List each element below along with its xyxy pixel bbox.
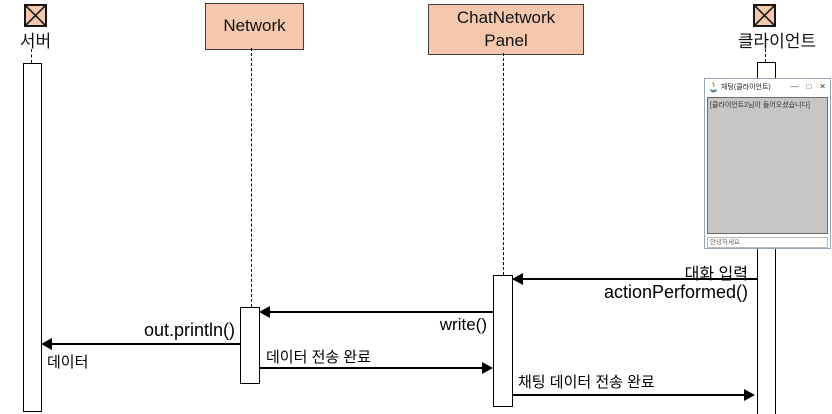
message-label-dialog-input: 대화 입력 <box>684 266 748 283</box>
server-activation-bar <box>23 63 42 412</box>
network-box: Network <box>205 3 304 50</box>
arrowhead-left-icon <box>41 338 52 350</box>
message-label-out-println: out.println() <box>143 320 235 340</box>
client-entity-icon <box>753 4 776 27</box>
arrow-out-println <box>47 343 240 345</box>
server-entity-icon <box>24 4 47 27</box>
chat-window-title: 채팅(클라이언트) <box>721 84 771 91</box>
chatnetwork-panel-box: ChatNetwork Panel <box>428 4 584 55</box>
server-label: 서버 <box>19 32 52 51</box>
arrow-action-performed <box>516 278 757 280</box>
message-label-data: 데이터 <box>47 354 89 371</box>
chat-window-titlebar: 채팅(클라이언트) — □ ✕ <box>705 79 830 95</box>
chat-client-window: 채팅(클라이언트) — □ ✕ [클라이언트2님이 들어오셨습니다] 안녕하세요 <box>704 78 831 249</box>
arrowhead-left-icon <box>512 273 523 285</box>
client-label: 클라이언트 <box>737 32 817 51</box>
panel-lifeline <box>503 53 504 275</box>
arrow-data-sent <box>259 367 484 369</box>
network-activation-bar <box>240 307 260 384</box>
message-label-action-performed: actionPerformed() <box>603 282 748 302</box>
arrowhead-right-icon <box>744 389 755 401</box>
minimize-icon: — <box>790 82 799 91</box>
arrowhead-right-icon <box>482 362 493 374</box>
java-app-icon <box>710 81 717 92</box>
client-lifeline <box>765 49 766 62</box>
arrowhead-left-icon <box>259 306 270 318</box>
chat-message-input: 안녕하세요 <box>707 237 828 248</box>
message-label-write: write() <box>439 315 487 334</box>
arrow-chat-data-sent <box>512 394 746 396</box>
x-cross-icon <box>755 6 774 25</box>
arrow-write <box>266 311 493 313</box>
panel-activation-bar <box>493 275 513 407</box>
chatnetwork-panel-label-line1: ChatNetwork <box>456 8 556 28</box>
chatnetwork-panel-label-line2: Panel <box>484 30 528 50</box>
network-lifeline <box>251 48 252 307</box>
x-cross-icon <box>26 6 45 25</box>
server-lifeline <box>31 49 32 63</box>
message-label-chat-data-sent: 채팅 데이터 전송 완료 <box>518 374 655 391</box>
close-icon: ✕ <box>819 82 826 91</box>
message-label-data-sent: 데이터 전송 완료 <box>266 349 371 366</box>
chat-log-area: [클라이언트2님이 들어오셨습니다] <box>707 97 828 234</box>
maximize-icon: □ <box>806 82 812 91</box>
network-label: Network <box>223 16 286 36</box>
